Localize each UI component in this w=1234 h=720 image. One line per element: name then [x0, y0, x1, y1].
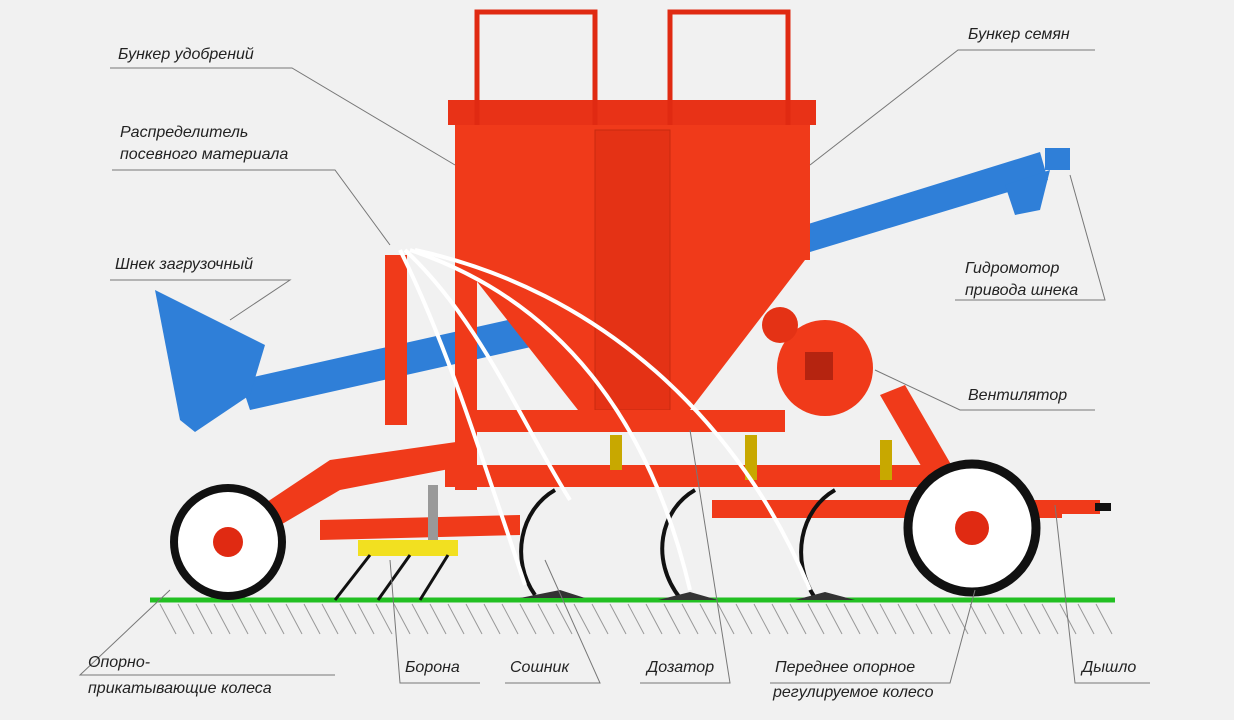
label-front-wheel-line2: регулируемое колесо: [773, 684, 934, 701]
auger-hydromotor: [805, 148, 1070, 252]
ground-hatch: [555, 603, 573, 635]
ground-hatch: [1095, 603, 1113, 635]
ground-hatch: [753, 603, 771, 635]
label-press-wheels-line2: прикатывающие колеса: [88, 680, 272, 697]
front-wheel: [903, 459, 1041, 597]
ground-hatch: [159, 603, 177, 635]
hopper: [448, 9, 816, 411]
ground-hatch: [591, 603, 609, 635]
ground-hatch: [771, 603, 789, 635]
ground-hatch: [879, 603, 897, 635]
ground-hatch: [519, 603, 537, 635]
ground-hatch: [1023, 603, 1041, 635]
leader-lines: [78, 49, 1150, 684]
ground-hatch: [267, 603, 285, 635]
ground: [150, 597, 1115, 635]
label-fan: Вентилятор: [968, 387, 1068, 404]
label-hydromotor-line1: Гидромотор: [965, 260, 1060, 277]
ground-hatch: [339, 603, 357, 635]
ground-hatch: [897, 603, 915, 635]
ground-hatch: [645, 603, 663, 635]
label-dispenser: Дозатор: [647, 659, 715, 676]
label-hydromotor: Гидромотор привода шнека: [965, 258, 1078, 302]
ground-hatch: [195, 603, 213, 635]
ground-hatch: [573, 603, 591, 635]
ground-hatch: [915, 603, 933, 635]
ground-hatch: [789, 603, 807, 635]
ground-hatch: [609, 603, 627, 635]
ground-hatch: [1005, 603, 1023, 635]
label-distributor-line1: Распределитель: [120, 124, 249, 141]
label-seed-hopper: Бункер семян: [968, 26, 1070, 43]
ground-hatch: [681, 603, 699, 635]
ground-hatch: [375, 603, 393, 635]
ground-hatch: [285, 603, 303, 635]
label-fertilizer-hopper: Бункер удобрений: [118, 46, 254, 63]
ground-hatch: [537, 603, 555, 635]
ground-hatch: [735, 603, 753, 635]
seed-tubes: [398, 248, 812, 591]
ground-hatch: [1041, 603, 1059, 635]
ground-hatch: [951, 603, 969, 635]
label-distributor: Распределитель посевного материала: [120, 122, 288, 166]
rear-wheel: [170, 484, 286, 600]
label-loading-auger: Шнек загрузочный: [115, 256, 254, 273]
ground-hatch: [357, 603, 375, 635]
label-harrow: Борона: [405, 659, 460, 676]
label-hydromotor-line2: привода шнека: [965, 282, 1079, 299]
springs: [610, 435, 892, 480]
ground-hatch: [501, 603, 519, 635]
label-distributor-line2: посевного материала: [120, 146, 289, 163]
label-front-wheel-line1: Переднее опорное: [775, 659, 916, 676]
ground-hatch: [447, 603, 465, 635]
ground-hatch: [411, 603, 429, 635]
ground-hatch: [177, 603, 195, 635]
ground-hatch: [249, 603, 267, 635]
ground-hatch: [1077, 603, 1095, 635]
ground-hatch: [987, 603, 1005, 635]
ground-hatch: [699, 603, 717, 635]
ground-hatch: [807, 603, 825, 635]
ground-hatch: [465, 603, 483, 635]
ground-hatch: [663, 603, 681, 635]
ground-hatch: [303, 603, 321, 635]
ground-hatch: [627, 603, 645, 635]
ground-hatch: [861, 603, 879, 635]
drawbar: [1055, 500, 1100, 514]
ground-hatch: [969, 603, 987, 635]
label-press-wheels-line1: Опорно-: [88, 654, 151, 671]
ground-hatch: [483, 603, 501, 635]
ground-hatch: [321, 603, 339, 635]
ground-hatch: [393, 603, 411, 635]
harrow: [333, 485, 458, 601]
ground-hatch: [843, 603, 861, 635]
label-drawbar: Дышло: [1082, 659, 1137, 676]
label-coulter: Сошник: [510, 659, 569, 676]
ground-hatch: [231, 603, 249, 635]
fan: [762, 307, 873, 416]
ground-hatch: [933, 603, 951, 635]
ground-hatch: [429, 603, 447, 635]
ground-hatch: [825, 603, 843, 635]
ground-hatch: [213, 603, 231, 635]
ground-hatch: [717, 603, 735, 635]
